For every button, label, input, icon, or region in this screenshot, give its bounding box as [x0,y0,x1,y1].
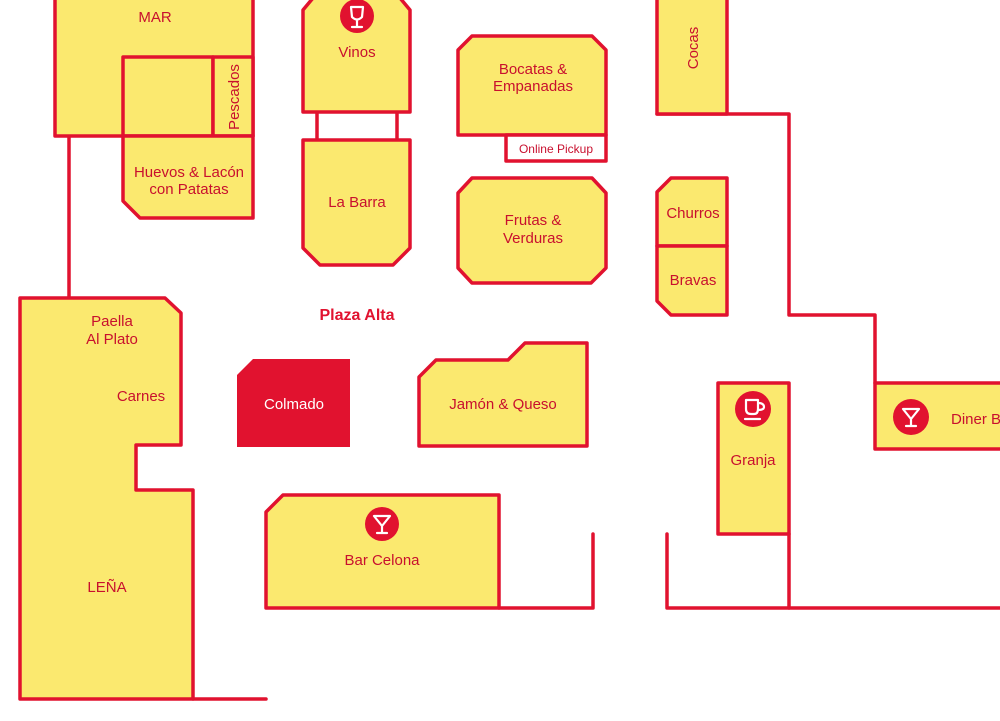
stall-frutas-verduras[interactable]: Frutas & Verduras [456,176,608,285]
stall-label: Paella [91,313,133,330]
stall-label: La Barra [328,194,386,211]
online-pickup-badge[interactable]: Online Pickup [504,133,608,163]
stall-label: Bocatas & [499,61,567,78]
stall-bocatas[interactable]: Bocatas & Empanadas [456,34,608,137]
stall-label: Huevos & Lacón [134,164,244,181]
stall-vinos[interactable]: Vinos [301,0,412,114]
stall-pescados[interactable]: Pescados [211,55,255,138]
stall-label: Frutas & [505,212,562,229]
cocktail-icon [365,507,399,541]
stall-bar-celona[interactable]: Bar Celona [264,493,501,610]
stall-cocas[interactable]: Cocas [655,0,729,116]
stall-label: Colmado [264,396,324,413]
stall-label: Diner B [951,411,1000,428]
stall-label: Cocas [685,27,702,70]
stall-label: Bar Celona [344,552,420,569]
stall-label: Al Plato [86,331,138,348]
wall [497,532,595,610]
stall-label: Granja [730,452,776,469]
wine-glass-icon [340,0,374,33]
stall-label: Pescados [226,64,243,130]
wall [665,532,1000,610]
stall-label: Vinos [338,44,375,61]
stall-huevos-lacon[interactable]: Huevos & Lacón con Patatas [121,134,255,220]
stall-label: Jamón & Queso [449,396,557,413]
stall-label: Bravas [670,272,717,289]
stall-granja[interactable]: Granja [716,381,791,536]
stall-diner[interactable]: Diner B [873,381,1000,451]
wall [655,112,877,385]
stall-label: Carnes [117,388,165,405]
stall-unnamed[interactable] [121,55,215,138]
coffee-cup-icon [735,391,771,427]
stall-label: Empanadas [493,78,573,95]
online-pickup-label: Online Pickup [519,142,593,156]
stall-colmado[interactable]: Colmado [237,359,350,447]
stall-label: con Patatas [149,181,228,198]
plaza-label: Plaza Alta [320,307,395,324]
stall-label: Verduras [503,230,563,247]
stall-jamon-queso[interactable]: Jamón & Queso [417,341,589,448]
stall-label: MAR [138,9,172,26]
stall-churros[interactable]: Churros [655,176,729,248]
stall-bravas[interactable]: Bravas [655,244,729,317]
cocktail-icon [893,399,929,435]
stall-lena[interactable]: Paella Al Plato Carnes LEÑA [18,296,195,701]
stall-la-barra[interactable]: La Barra [301,138,412,267]
stall-label: Churros [666,205,719,222]
stall-label: LEÑA [87,579,126,596]
